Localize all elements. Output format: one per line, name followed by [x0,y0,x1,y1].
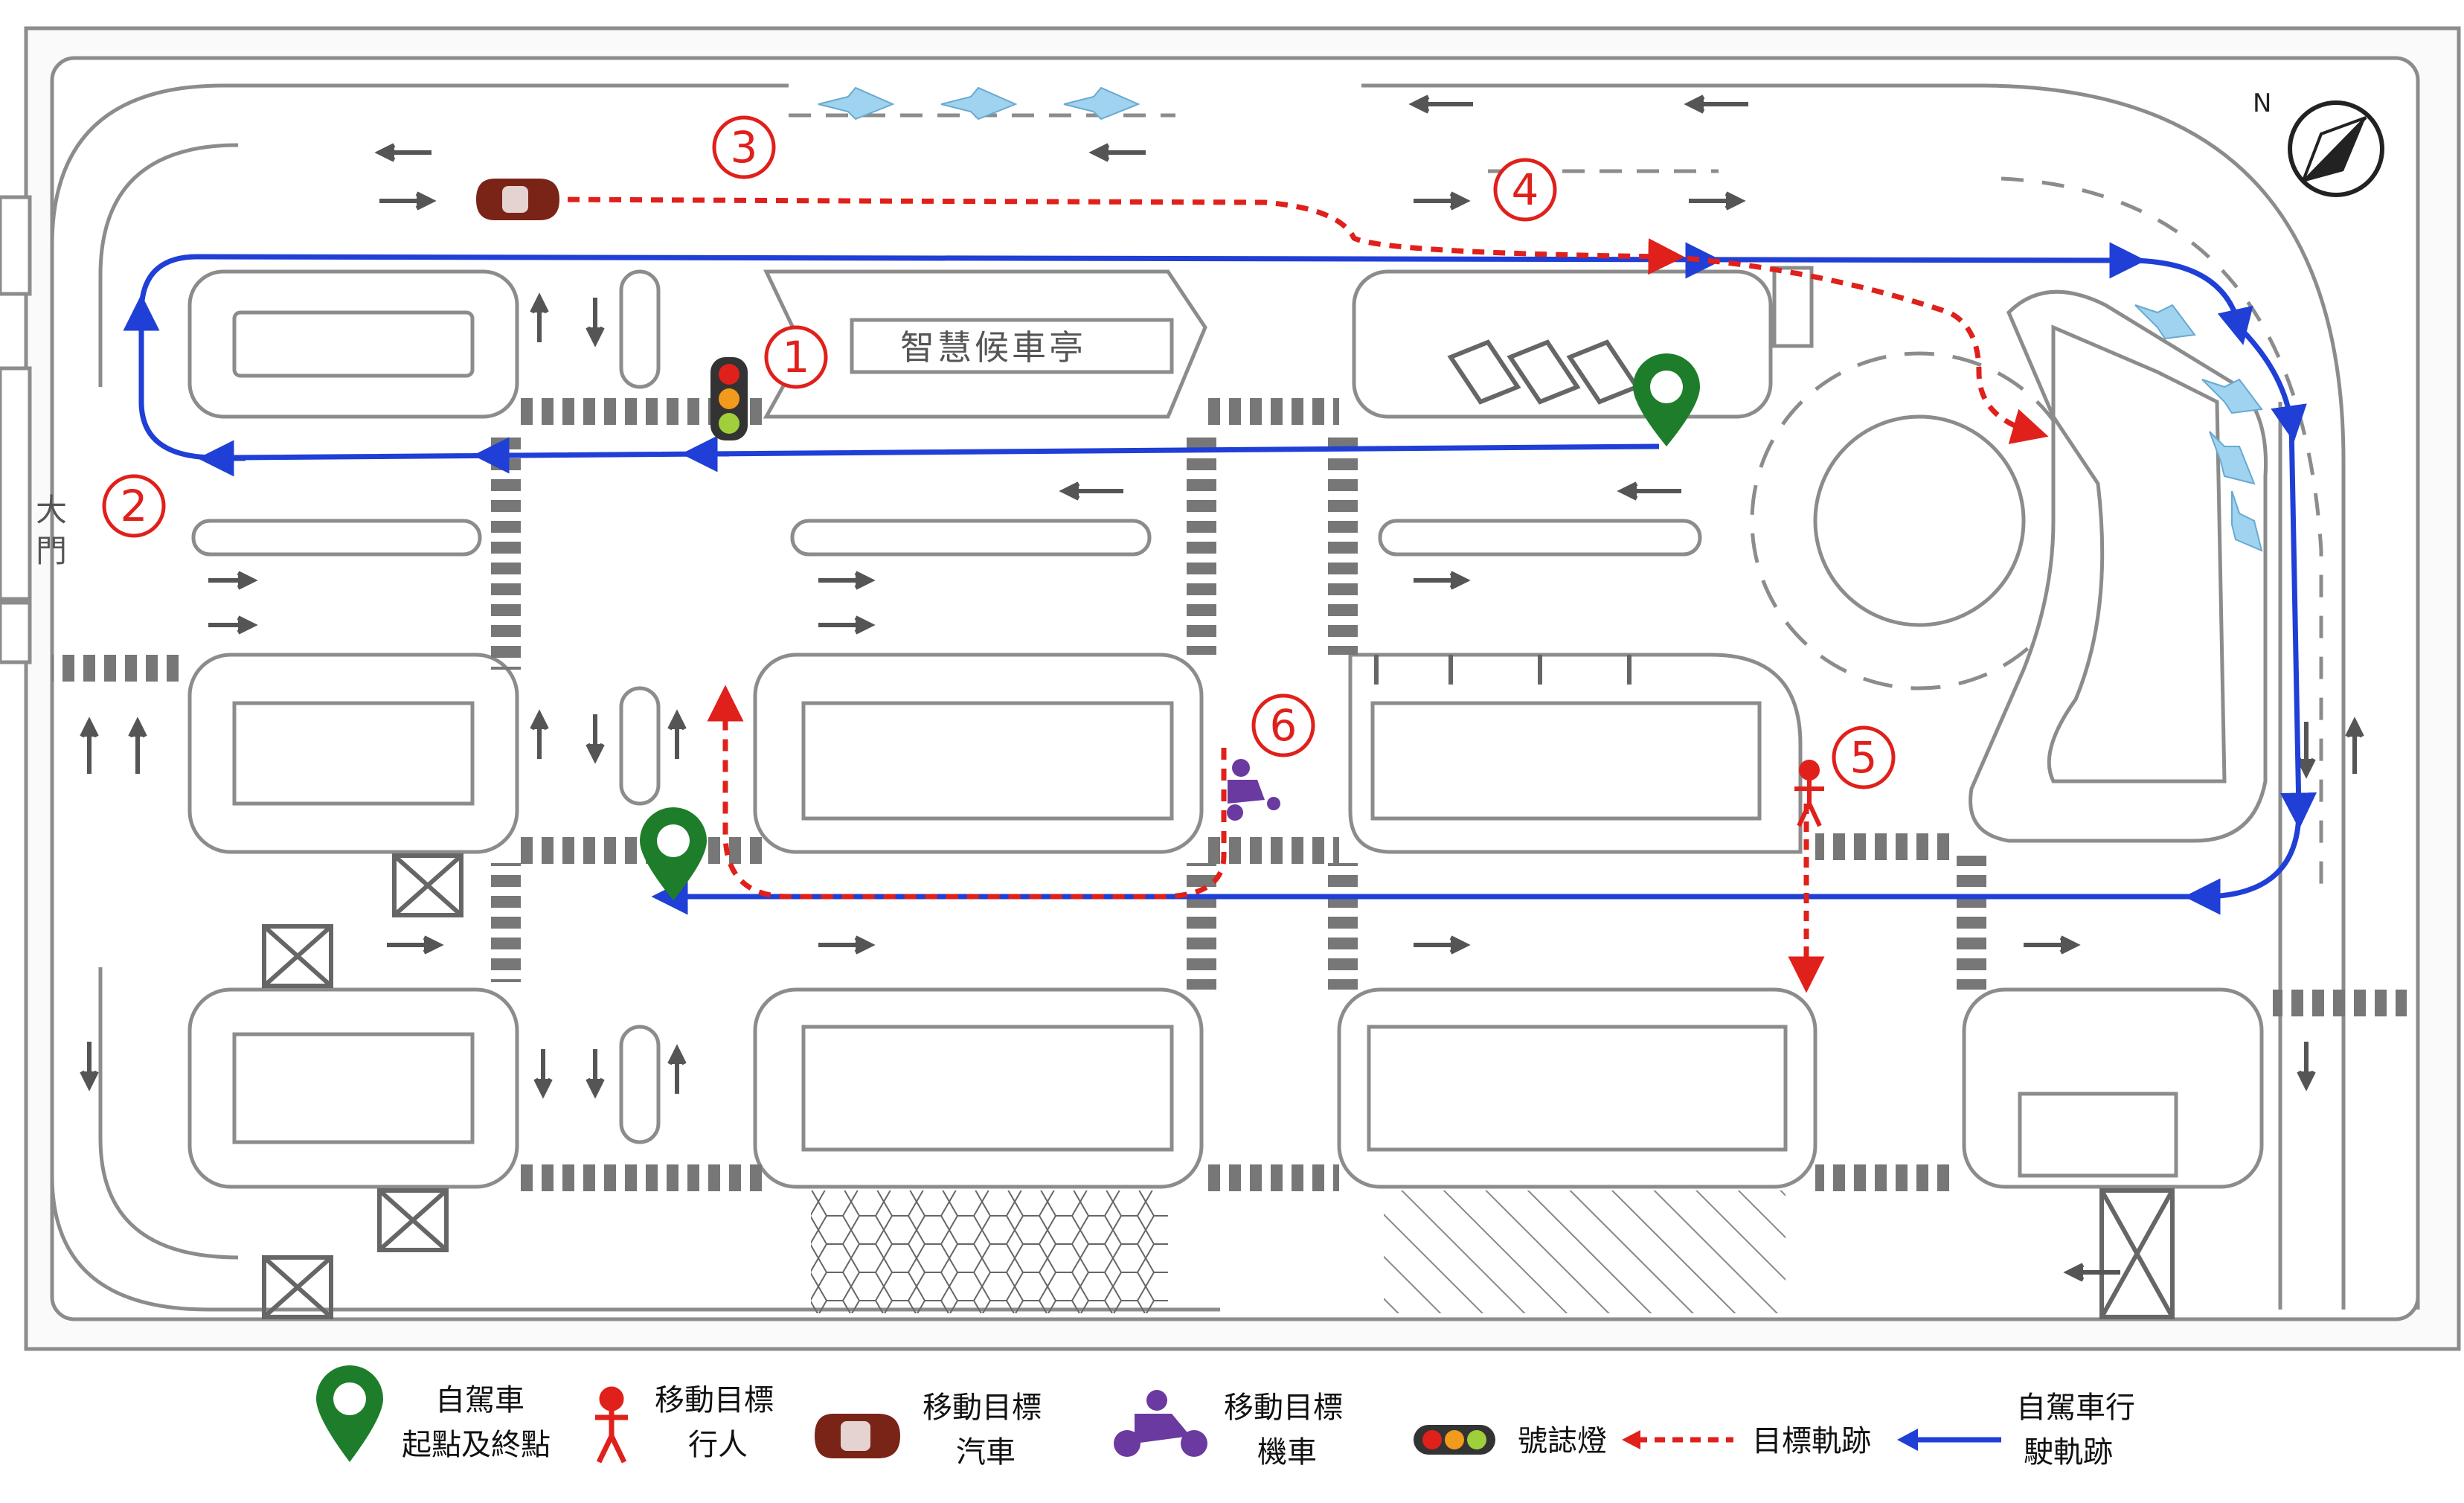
end-pin [640,807,707,900]
legend-moto-line1: 移動目標 [1224,1391,1343,1425]
lane-arrows [80,94,2364,1282]
gate-label-bottom: 門 [36,533,67,569]
moving-motorcycle [1227,759,1280,821]
legend-av-track-line1: 自駕車行 [2016,1391,2135,1425]
legend-target-track-text: 目標軌跡 [1752,1424,1871,1458]
road-markings [262,339,2175,1319]
legend: 自駕車 起點及終點 移動目標 行人 移動目標 汽車 移動目標 機車 [316,1365,2135,1470]
shelter-label: 智慧候車亭 [900,327,1086,368]
legend-moto-line2: 機車 [1257,1435,1317,1470]
start-pin [1633,353,1700,446]
marker-3: 3 [712,115,776,179]
av-track [123,242,2317,915]
traffic-light [710,357,748,440]
marker-4: 4 [1493,158,1557,222]
legend-motorcycle: 移動目標 機車 [1114,1390,1343,1470]
north-label: N [2253,89,2271,118]
scenario-markers: 1 2 3 4 5 6 [102,115,1896,789]
target-tracks [546,196,2049,993]
svg-text:6: 6 [1270,700,1297,751]
north-arrow: N [2253,89,2384,197]
marker-5: 5 [1832,725,1896,789]
marker-1: 1 [764,325,828,389]
legend-target-track: 目標軌跡 [1622,1424,1871,1458]
marker-6: 6 [1251,693,1315,757]
legend-signal: 號誌燈 [1414,1424,1607,1458]
legend-car-line2: 汽車 [956,1435,1016,1470]
legend-pedestrian-line2: 行人 [688,1428,748,1462]
bus-lane-arrows [818,86,2263,552]
legend-car-line1: 移動目標 [923,1391,1042,1425]
legend-av-track: 自駕車行 駛軌跡 [1897,1391,2135,1470]
svg-text:3: 3 [731,122,758,173]
legend-av-track-line2: 駛軌跡 [2024,1435,2113,1470]
marker-2: 2 [102,474,166,538]
moving-pedestrian [1794,760,1824,827]
legend-pedestrian-line1: 移動目標 [655,1383,774,1417]
svg-text:4: 4 [1512,164,1539,215]
legend-signal-text: 號誌燈 [1518,1424,1607,1458]
moving-car [476,179,559,220]
city-blocks [187,266,2268,1189]
legend-pedestrian: 移動目標 行人 [595,1383,774,1464]
svg-text:1: 1 [783,332,810,382]
svg-text:2: 2 [121,481,148,531]
legend-start-end: 自駕車 起點及終點 [316,1365,551,1462]
legend-car: 移動目標 汽車 [815,1391,1042,1470]
svg-text:5: 5 [1850,732,1878,783]
legend-start-end-line2: 起點及終點 [402,1428,551,1462]
gate-label-top: 大 [36,492,67,528]
legend-start-end-line1: 自駕車 [435,1383,524,1417]
